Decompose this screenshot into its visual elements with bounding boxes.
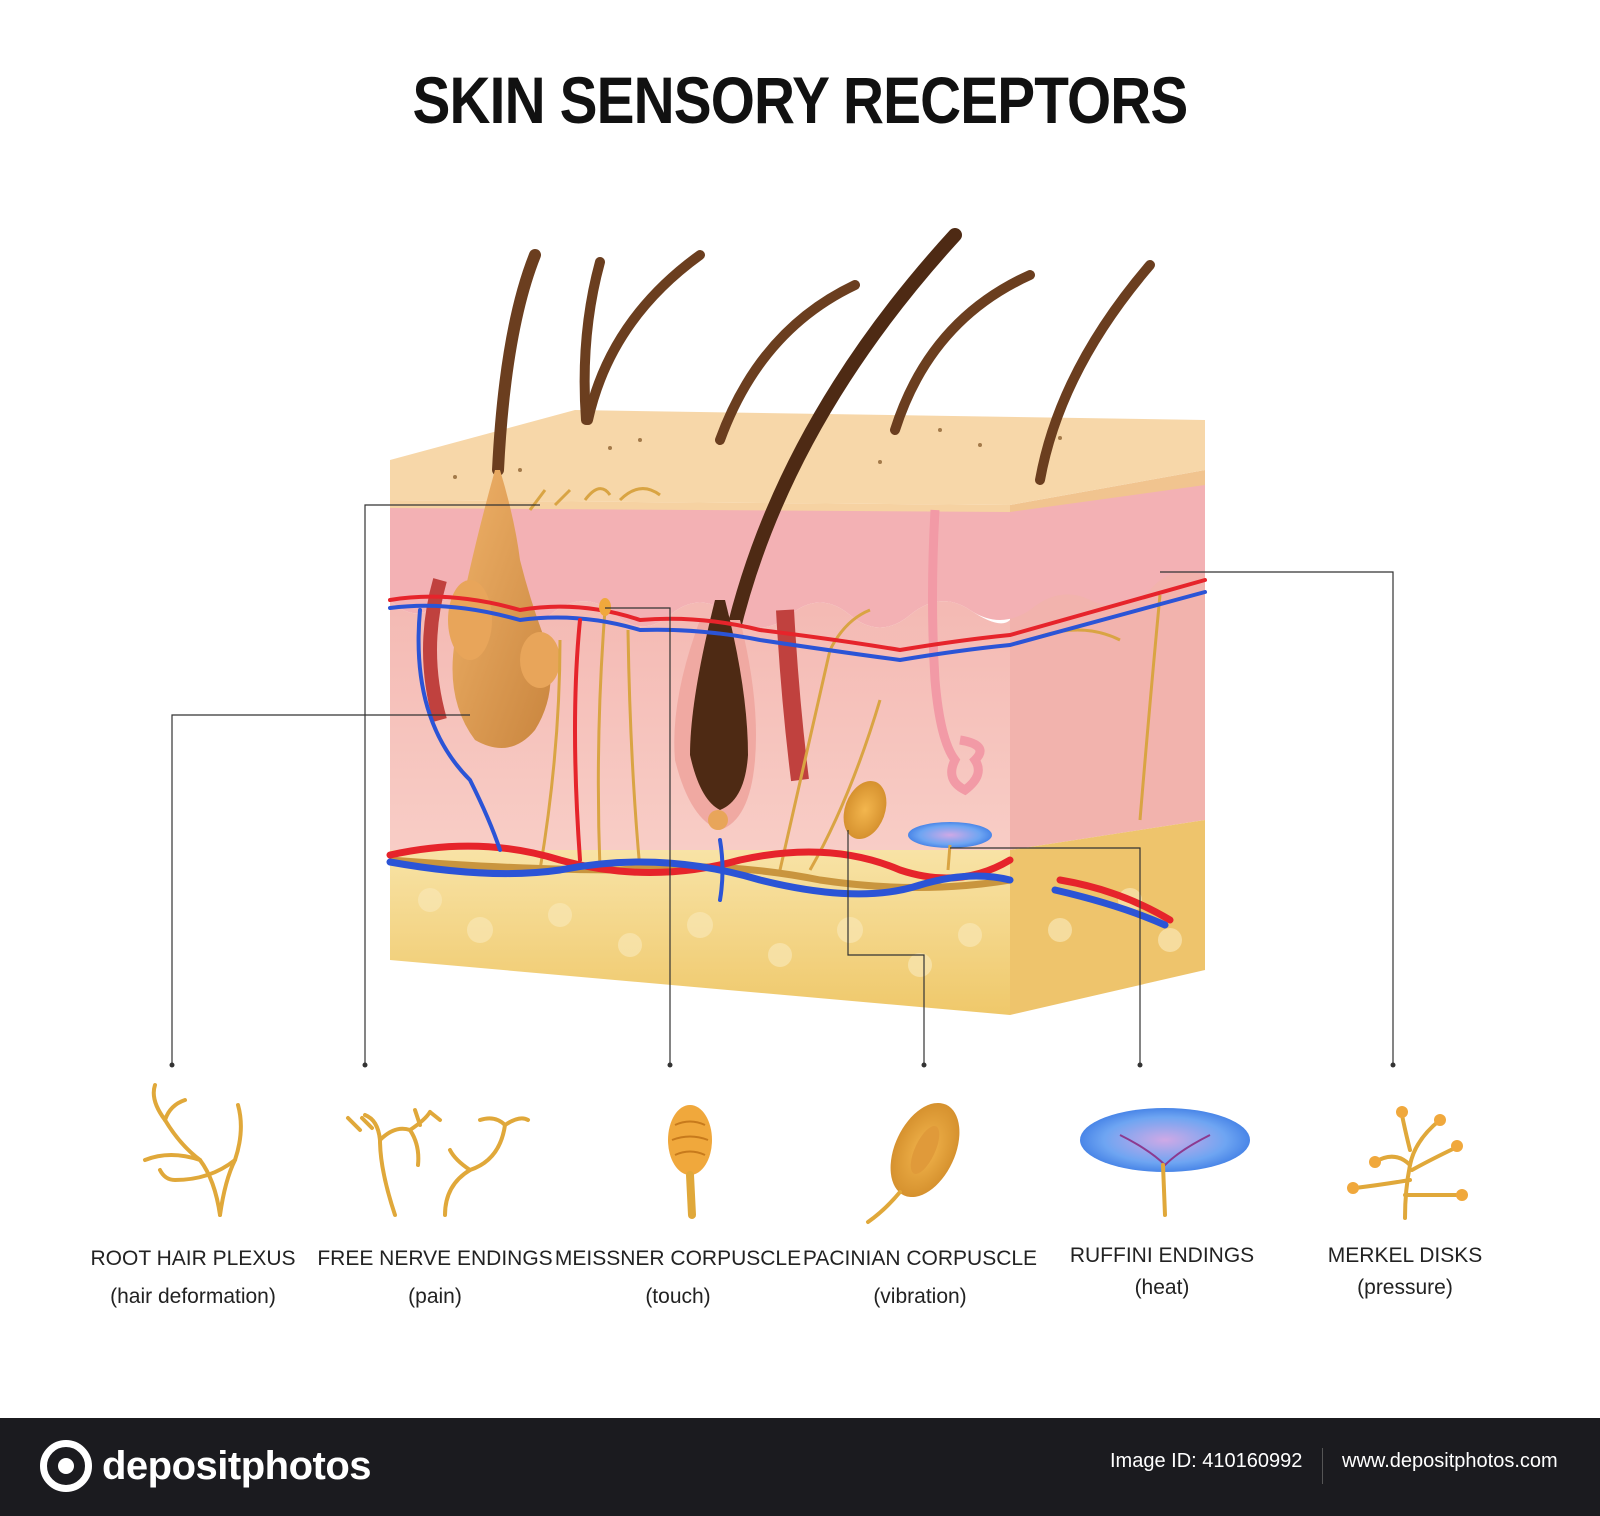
- leader-lines: [171, 504, 1394, 1065]
- free-nerve-endings-icon: [346, 1108, 530, 1217]
- receptor-name: MEISSNER CORPUSCLE: [554, 1247, 802, 1270]
- follicle-right: [674, 600, 809, 830]
- receptor-name: RUFFINI ENDINGS: [1069, 1244, 1255, 1267]
- diagram-title: SKIN SENSORY RECEPTORS: [412, 63, 1189, 137]
- brand-logo[interactable]: depositphotos: [40, 1440, 372, 1492]
- receptor-function: (hair deformation): [110, 1285, 276, 1308]
- receptor-name: FREE NERVE ENDINGS: [317, 1247, 553, 1270]
- skin-cross-section-diagram: [143, 228, 1468, 1224]
- ruffini-endings-icon: [1080, 1108, 1250, 1217]
- website-link[interactable]: www.depositphotos.com: [1342, 1450, 1558, 1472]
- receptor-function: (heat): [1134, 1276, 1190, 1299]
- label-pacinian-corpuscle: PACINIAN CORPUSCLE (vibration): [790, 1240, 1050, 1316]
- label-free-nerve-endings: FREE NERVE ENDINGS (pain): [305, 1240, 565, 1316]
- receptor-function: (pressure): [1357, 1276, 1453, 1299]
- meissner-corpuscle-icon: [668, 1105, 712, 1219]
- brand-name: depositphotos: [102, 1443, 372, 1488]
- ruffini-ending-in-skin: [908, 822, 992, 871]
- pacinian-corpuscle-icon: [866, 1102, 960, 1224]
- stratum-cell-layer: [390, 485, 1205, 628]
- root-hair-plexus-icon: [143, 1083, 243, 1217]
- pacinian-corpuscle-in-skin: [843, 780, 887, 840]
- camera-icon: [40, 1440, 92, 1492]
- fat-side: [1010, 820, 1205, 1015]
- receptor-function: (vibration): [873, 1285, 967, 1308]
- label-root-hair-plexus: ROOT HAIR PLEXUS (hair deformation): [63, 1240, 323, 1316]
- hair-shafts: [492, 228, 1155, 747]
- meissner-corpuscle-in-skin: [599, 598, 611, 616]
- footer-divider: [1322, 1448, 1323, 1484]
- stock-footer-bar: depositphotos Image ID: 410160992 www.de…: [0, 1418, 1600, 1516]
- merkel-disk-tips: [1347, 1106, 1468, 1201]
- blood-vessels: [386, 578, 1207, 929]
- label-ruffini-endings: RUFFINI ENDINGS (heat): [1032, 1240, 1292, 1304]
- receptor-function: (touch): [645, 1285, 711, 1308]
- label-merkel-disks: MERKEL DISKS (pressure): [1275, 1240, 1535, 1304]
- label-meissner-corpuscle: MEISSNER CORPUSCLE (touch): [548, 1240, 808, 1316]
- merkel-disks-icon: [1353, 1113, 1462, 1220]
- receptor-name: PACINIAN CORPUSCLE: [802, 1247, 1038, 1270]
- dermis-side: [1010, 530, 1205, 850]
- receptor-name: MERKEL DISKS: [1327, 1244, 1483, 1267]
- image-id: Image ID: 410160992: [1110, 1450, 1303, 1472]
- receptor-function: (pain): [408, 1285, 462, 1308]
- sweat-gland-duct: [928, 509, 985, 796]
- receptor-name: ROOT HAIR PLEXUS: [90, 1247, 296, 1270]
